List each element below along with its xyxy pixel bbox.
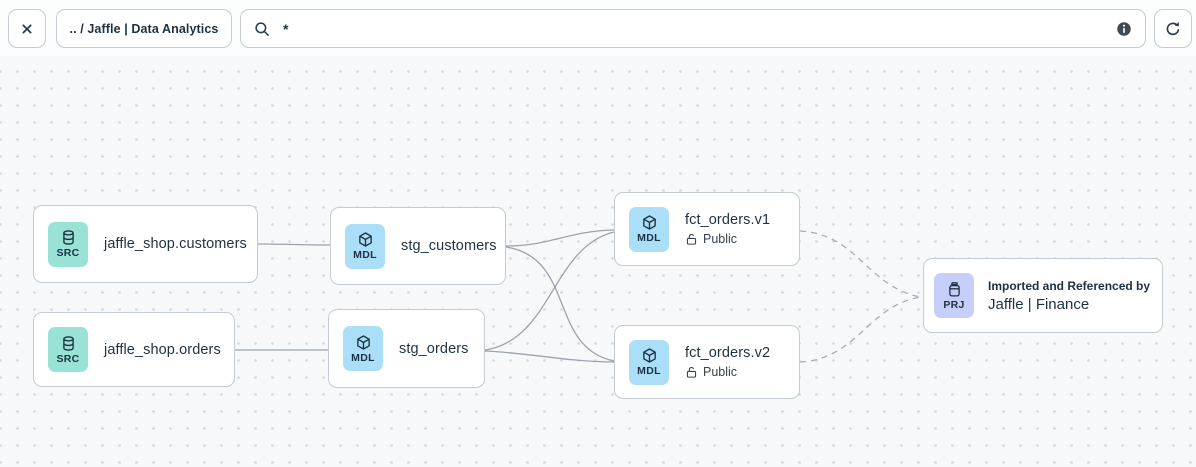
database-icon: [60, 335, 77, 352]
model-badge: MDL: [629, 206, 669, 252]
breadcrumb-label: .. / Jaffle | Data Analytics: [69, 21, 219, 36]
node-text: Imported and Referenced by Jaffle | Fina…: [988, 279, 1150, 313]
database-icon: [60, 229, 77, 246]
lock-open-icon: [685, 233, 698, 246]
close-icon: [19, 21, 35, 37]
search-bar: [240, 9, 1146, 48]
access-row: Public: [685, 365, 770, 379]
access-label: Public: [703, 365, 738, 379]
node-subtitle: Imported and Referenced by: [988, 278, 1151, 293]
node-title: stg_customers: [401, 238, 497, 254]
node-stg-customers[interactable]: MDL stg_customers: [330, 207, 506, 285]
node-title: jaffle_shop.orders: [104, 341, 221, 358]
source-badge: SRC: [48, 221, 88, 267]
node-fct-orders-v2[interactable]: MDL fct_orders.v2 Public: [614, 325, 800, 399]
project-icon: [946, 281, 963, 298]
search-input[interactable]: [281, 19, 1105, 38]
node-stg-orders[interactable]: MDL stg_orders: [328, 309, 485, 388]
model-badge: MDL: [343, 326, 383, 371]
node-jaffle-shop-customers[interactable]: SRC jaffle_shop.customers: [33, 205, 258, 283]
cube-icon: [357, 231, 374, 248]
toolbar: .. / Jaffle | Data Analytics: [0, 0, 1196, 56]
badge-label: MDL: [637, 232, 661, 244]
refresh-button[interactable]: [1154, 9, 1192, 48]
badge-label: MDL: [351, 351, 375, 364]
node-fct-orders-v1[interactable]: MDL fct_orders.v1 Public: [614, 192, 800, 266]
cube-icon: [641, 347, 658, 364]
node-text: fct_orders.v2 Public: [685, 345, 770, 379]
cube-icon: [355, 334, 372, 351]
node-title: fct_orders.v1: [685, 212, 771, 228]
badge-label: SRC: [56, 247, 80, 259]
node-title: fct_orders.v2: [685, 345, 771, 361]
project-badge: PRJ: [934, 273, 974, 318]
node-title: jaffle_shop.customers: [104, 236, 247, 252]
access-label: Public: [703, 232, 738, 246]
badge-label: PRJ: [943, 298, 965, 311]
close-button[interactable]: [8, 9, 46, 48]
badge-label: SRC: [56, 352, 80, 365]
node-title: stg_orders: [399, 340, 469, 357]
breadcrumb[interactable]: .. / Jaffle | Data Analytics: [56, 9, 232, 48]
node-jaffle-shop-orders[interactable]: SRC jaffle_shop.orders: [33, 312, 235, 387]
access-row: Public: [685, 232, 770, 246]
info-icon[interactable]: [1115, 20, 1133, 38]
cube-icon: [641, 214, 658, 231]
node-text: fct_orders.v1 Public: [685, 212, 770, 246]
refresh-icon: [1163, 19, 1183, 39]
badge-label: MDL: [353, 249, 377, 261]
source-badge: SRC: [48, 327, 88, 372]
model-badge: MDL: [629, 339, 669, 385]
badge-label: MDL: [637, 365, 661, 377]
lock-open-icon: [685, 366, 698, 379]
model-badge: MDL: [345, 223, 385, 269]
node-project-jaffle-finance[interactable]: PRJ Imported and Referenced by Jaffle | …: [923, 258, 1163, 333]
search-icon: [253, 20, 271, 38]
node-title: Jaffle | Finance: [988, 295, 1090, 313]
